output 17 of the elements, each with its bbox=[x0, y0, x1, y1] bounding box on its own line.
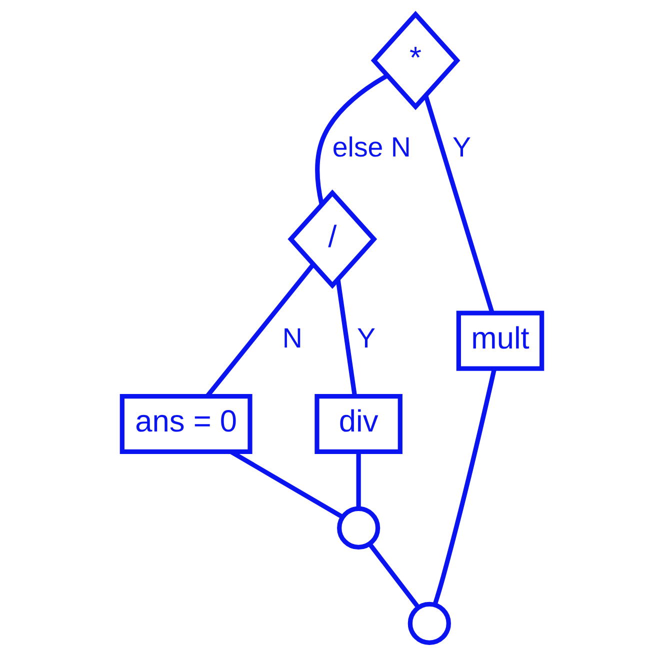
connector bbox=[335, 278, 356, 396]
edge-label: Y bbox=[452, 132, 471, 163]
edge-label: else N bbox=[332, 132, 410, 163]
connector bbox=[314, 74, 388, 205]
node-circle bbox=[336, 506, 380, 550]
edge-label: N bbox=[282, 322, 302, 354]
connector bbox=[356, 452, 360, 508]
node-diamond: * bbox=[370, 10, 460, 110]
edge-label: Y bbox=[356, 322, 376, 354]
node-box: mult bbox=[456, 310, 544, 371]
node-diamond: / bbox=[287, 190, 377, 289]
connector bbox=[432, 368, 496, 606]
connector bbox=[367, 542, 420, 609]
node-box: div bbox=[314, 394, 402, 454]
node-circle bbox=[407, 602, 450, 645]
connector bbox=[423, 94, 494, 314]
node-box: ans = 0 bbox=[119, 394, 252, 454]
